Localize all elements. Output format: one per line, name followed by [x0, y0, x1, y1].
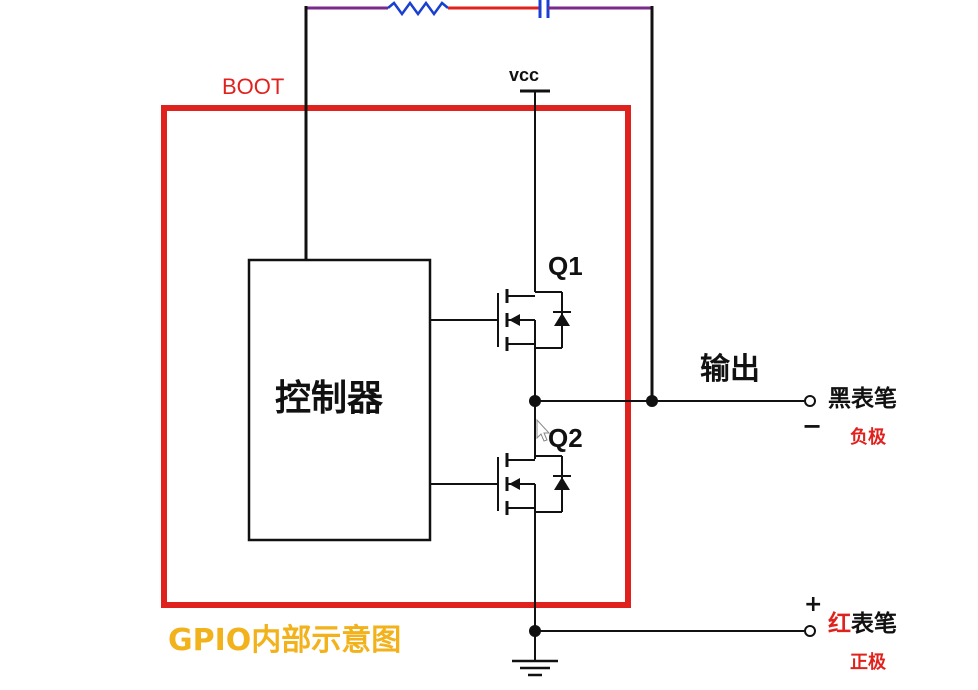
q1-label: Q1	[548, 251, 583, 281]
ground-symbol	[512, 659, 558, 677]
black-probe-terminal	[804, 395, 816, 407]
resistor-symbol	[387, 0, 449, 17]
vcc-label: vcc	[509, 65, 540, 85]
positive-pole-label: 正极	[850, 652, 886, 673]
output-label: 输出	[700, 352, 760, 387]
boot-label: BOOT	[222, 74, 285, 99]
mouse-cursor-icon	[536, 418, 551, 442]
q2-mosfet-symbol	[497, 453, 571, 515]
feedback-junction-dot	[646, 395, 658, 407]
red-probe-label-red: 红	[828, 611, 851, 637]
red-probe-label-rest: 表笔	[851, 611, 897, 637]
negative-pole-label: 负极	[850, 427, 886, 448]
q1-mosfet-symbol	[497, 289, 571, 351]
boot-region-box	[161, 105, 631, 608]
controller-label: 控制器	[275, 378, 384, 419]
minus-sign: −	[802, 412, 823, 440]
plus-sign: +	[804, 592, 823, 617]
top-feedback-wire	[304, 0, 654, 401]
gpio-diagram-title: GPIO内部示意图	[168, 623, 402, 658]
black-probe-label: 黑表笔	[828, 386, 897, 412]
controller-block	[247, 258, 432, 542]
q2-label: Q2	[548, 423, 583, 453]
red-probe-label: 红表笔	[828, 613, 897, 636]
red-probe-terminal	[804, 625, 816, 637]
